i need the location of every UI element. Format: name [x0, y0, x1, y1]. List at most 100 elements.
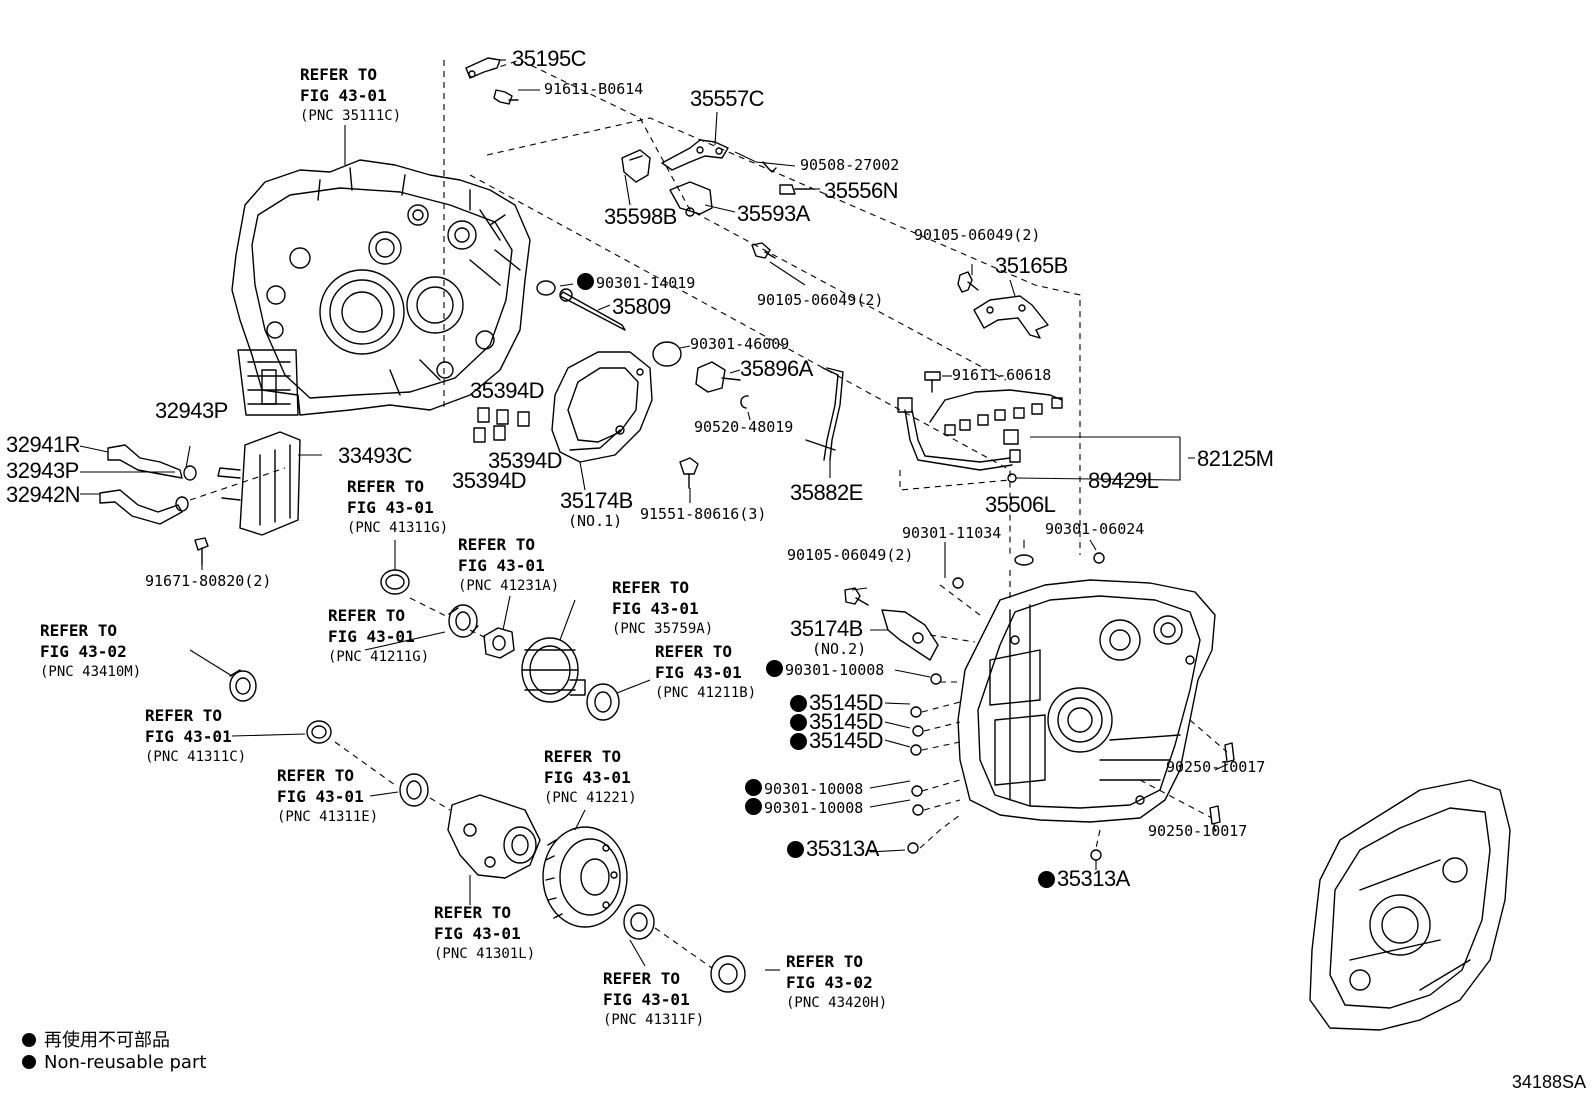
label-35145D-c: 35145D [790, 730, 884, 752]
refer-fig: FIG 43-01 [544, 768, 631, 787]
seal-43420H-illustration [710, 955, 746, 993]
bearing-41311E-illustration [399, 773, 429, 807]
label-35195C: 35195C [512, 46, 587, 71]
seal-41311G-illustration [380, 569, 410, 595]
non-reusable-dot-icon [22, 1055, 36, 1069]
refer-callout-43420H: REFER TO FIG 43-02 (PNC 43420H) [786, 951, 887, 1014]
refer-pnc: (PNC 35759A) [612, 621, 714, 637]
label-91611-B0614: 91611-B0614 [544, 80, 644, 98]
refer-line: REFER TO [786, 952, 864, 971]
label-33493C: 33493C [338, 443, 413, 468]
refer-callout-35759A: REFER TO FIG 43-01 (PNC 35759A) [612, 577, 713, 640]
clip-90520-illustration [740, 395, 749, 409]
refer-callout-41301L: REFER TO FIG 43-01 (PNC 41301L) [434, 902, 535, 965]
label-90105-06049-b: 90105-06049(2) [914, 226, 1041, 244]
label-35394D-b: 35394D [488, 448, 563, 473]
label-90520-48019: 90520-48019 [694, 418, 794, 436]
refer-line: REFER TO [328, 606, 406, 625]
label-90508-27002: 90508-27002 [800, 156, 900, 174]
label-35556N: 35556N [824, 178, 899, 203]
label-90301-10008-a: 90301-10008 [766, 660, 884, 678]
label-91551-80616: 91551-80616(3) [640, 505, 767, 523]
refer-pnc: (PNC 43410M) [40, 664, 142, 680]
bearing-41211G-illustration [448, 604, 479, 638]
bracket-35557C-illustration [661, 139, 729, 171]
refer-callout-41231A: REFER TO FIG 43-01 (PNC 41231A) [458, 534, 559, 597]
refer-pnc: (PNC 41221) [544, 790, 637, 806]
refer-line: REFER TO [655, 642, 733, 661]
label-32941R: 32941R [6, 432, 81, 457]
refer-line: REFER TO [434, 903, 512, 922]
refer-fig: FIG 43-01 [458, 556, 545, 575]
refer-fig: FIG 43-02 [40, 642, 127, 661]
refer-line: REFER TO [40, 621, 118, 640]
screw-91671-illustration [194, 537, 209, 566]
refer-fig: FIG 43-01 [300, 86, 387, 105]
refer-pnc: (PNC 43420H) [786, 995, 888, 1011]
wire-harness-82125M-illustration [897, 389, 1063, 483]
oil-cooler-33493C-illustration [217, 431, 301, 536]
housing-thumbnail-illustration [1309, 779, 1511, 1031]
label-35174B-no2: 35174B [790, 616, 863, 641]
refer-callout-43410M: REFER TO FIG 43-02 (PNC 43410M) [40, 620, 141, 683]
refer-pnc: (PNC 41211B) [655, 685, 757, 701]
refer-pnc: (PNC 41311F) [603, 1012, 705, 1028]
refer-fig: FIG 43-01 [655, 663, 742, 682]
label-90105-06049-a: 90105-06049(2) [757, 291, 884, 309]
bolt-91551-illustration [679, 457, 699, 489]
refer-line: REFER TO [458, 535, 536, 554]
ring-gear-41221-illustration [542, 826, 628, 928]
legend-en: Non-reusable part [22, 1052, 206, 1073]
label-35394D-a: 35394D [470, 378, 545, 403]
refer-line: REFER TO [145, 706, 223, 725]
transaxle-housing-illustration [957, 579, 1216, 823]
refer-fig: FIG 43-01 [612, 599, 699, 618]
part-35598B-illustration [621, 149, 651, 183]
nut-41231A-illustration [483, 627, 515, 659]
small-orings-illustration [907, 552, 1105, 861]
leader-lines [79, 59, 1229, 971]
refer-pnc: (PNC 35111C) [300, 108, 402, 124]
label-90301-11034: 90301-11034 [902, 524, 1002, 542]
pins-90250-illustration [1209, 742, 1235, 825]
refer-line: REFER TO [347, 477, 425, 496]
cover-35174B1-illustration [551, 351, 653, 463]
refer-pnc: (PNC 41231A) [458, 578, 560, 594]
bearing-41211B-illustration [586, 683, 620, 721]
refer-line: REFER TO [603, 969, 681, 988]
label-35313A-a: 35313A [787, 838, 879, 860]
transmission-case-illustration [231, 159, 531, 416]
hose-32942N-illustration [99, 489, 183, 525]
label-90301-06024: 90301-06024 [1045, 520, 1145, 538]
part-35195C-illustration [465, 57, 501, 79]
refer-pnc: (PNC 41311E) [277, 809, 379, 825]
bolt-90105-mid-illustration [844, 587, 869, 606]
label-35174B-no1: 35174B [560, 488, 633, 513]
bracket-35165B-illustration [973, 295, 1049, 339]
refer-fig: FIG 43-01 [145, 727, 232, 746]
label-35809: 35809 [612, 294, 671, 319]
filters-35394D-illustration [473, 407, 530, 443]
gear-35759A-illustration [521, 637, 586, 703]
label-91671-80820: 91671-80820(2) [145, 572, 272, 590]
refer-fig: FIG 43-01 [347, 498, 434, 517]
label-32942N: 32942N [6, 482, 81, 507]
label-90105-06049-c: 90105-06049(2) [787, 546, 914, 564]
label-35174B-no1-sub: (NO.1) [568, 512, 623, 530]
label-90301-46009: 90301-46009 [690, 335, 790, 353]
legend-en-text: Non-reusable part [44, 1052, 207, 1073]
tube-35882E-illustration [805, 367, 844, 461]
bolt-91611-60618-illustration [924, 371, 941, 393]
cover-35174B2-illustration [881, 609, 939, 661]
bolt-91611B0614-illustration [493, 89, 519, 105]
pipe-35809-illustration [559, 288, 626, 331]
label-35394D-c: 35394D [452, 468, 527, 493]
bearing-41311F-illustration [623, 904, 655, 940]
label-35896A: 35896A [740, 356, 813, 381]
label-32943P-a: 32943P [155, 398, 228, 423]
label-35145D-b: 35145D [790, 711, 884, 733]
refer-fig: FIG 43-01 [277, 787, 364, 806]
seal-43410M-illustration [229, 669, 257, 702]
refer-fig: FIG 43-01 [434, 924, 521, 943]
